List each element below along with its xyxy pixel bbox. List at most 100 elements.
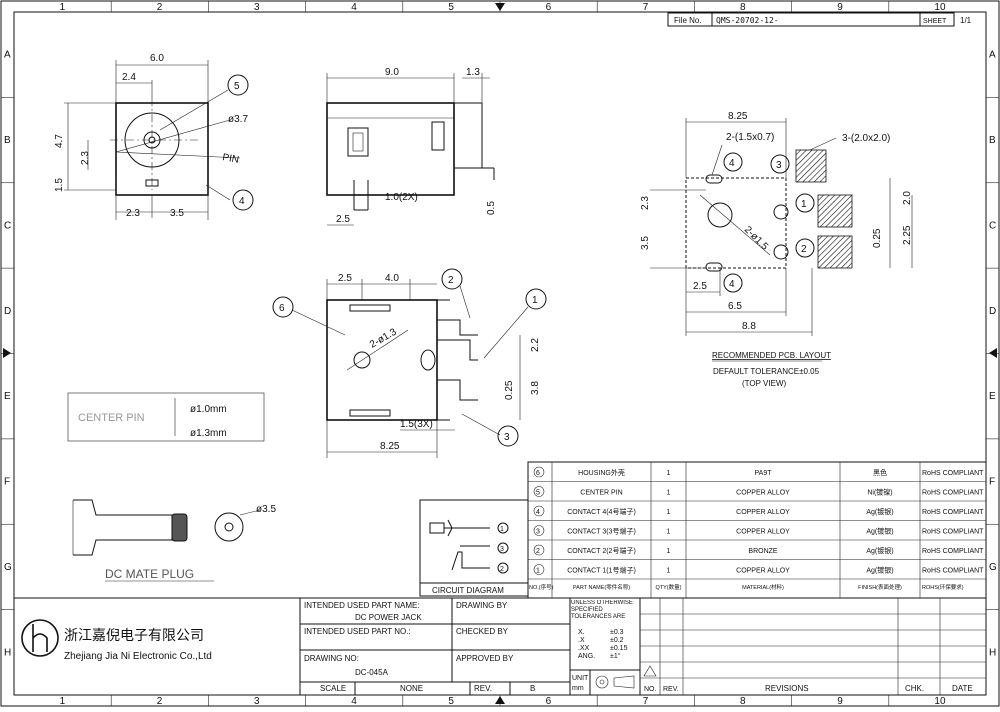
pcb-s3: 2.25	[902, 225, 913, 245]
grid-col-label-bottom: 7	[643, 696, 649, 707]
center-mark-top	[495, 3, 505, 11]
circuit-node-3: 3	[500, 546, 504, 553]
grid-row-label: F	[4, 477, 10, 488]
callout-6: 6	[279, 303, 285, 314]
bom-cell-name: CONTACT 3(3号端子)	[567, 527, 636, 536]
grid-row-label-right: E	[989, 391, 996, 402]
pcb-view: (TOP VIEW)	[742, 379, 786, 388]
bom-cell-name: HOUSING外壳	[578, 468, 625, 477]
tolerance-value: ±0.15	[610, 645, 628, 652]
bom-cell-qty: 1	[667, 490, 671, 497]
scale-value: NONE	[400, 684, 423, 693]
pcb-dia: 2-ø1.5	[742, 224, 771, 253]
bom-cell-no: 3	[536, 529, 540, 536]
part-name-label: INTENDED USED PART NAME:	[304, 601, 420, 610]
bom-cell-material: PA9T	[755, 470, 773, 477]
grid-row-label: H	[4, 647, 11, 658]
bom-cell-name: CENTER PIN	[580, 490, 622, 497]
rev-col-rev: REV.	[663, 686, 679, 693]
callout-4-front: 4	[239, 196, 245, 207]
grid-row-label: A	[4, 50, 11, 61]
pcb-h1: 2.3	[640, 196, 651, 210]
grid-row-label-right: B	[989, 135, 996, 146]
rev-value: B	[530, 684, 535, 693]
bom-cell-finish: Ag(镀银)	[866, 507, 893, 516]
grid-row-label: B	[4, 135, 11, 146]
tolerance-value: ±0.2	[610, 637, 624, 644]
pcb-b2: 6.5	[728, 301, 742, 312]
dim-height: 4.7	[54, 134, 65, 148]
grid-row-label-right: C	[989, 220, 996, 231]
sheet-value: 1/1	[960, 16, 972, 25]
bom-header-qty: QTY(数量)	[656, 583, 682, 591]
bom-cell-finish: 黑色	[873, 468, 887, 477]
tolerance-value: ±0.3	[610, 629, 624, 636]
dim-c: 2.2	[530, 338, 541, 352]
unit-label: UNIT	[572, 675, 589, 682]
rev-col-revisions: REVISIONS	[765, 684, 809, 693]
plug-label: DC MATE PLUG	[105, 567, 194, 581]
rev-col-no: NO.	[644, 686, 657, 693]
grid-col-label-bottom: 6	[546, 696, 552, 707]
grid-col-label-bottom: 1	[60, 696, 66, 707]
callout-2-bottom: 2	[448, 275, 454, 286]
front-view: 6.0 2.4 4.7 2.3 1.5 2.3 3.5 ø3.7 PIN 5 4	[54, 53, 254, 220]
rev-col-chk: CHK.	[905, 684, 924, 693]
dim-length: 9.0	[385, 67, 399, 78]
grid-row-label-right: H	[989, 647, 996, 658]
dim-mid: 2.3	[80, 151, 91, 165]
drawing-no: DC-045A	[355, 668, 389, 677]
drawn-by-label: DRAWING BY	[456, 601, 508, 610]
grid-col-label: 8	[740, 2, 746, 13]
bom-cell-material: COPPER ALLOY	[736, 568, 790, 575]
circuit-node-1: 1	[500, 526, 504, 533]
bom-cell-material: BRONZE	[748, 548, 778, 555]
grid-row-label: C	[4, 220, 11, 231]
dim-bottom-a: 2.3	[126, 208, 140, 219]
grid-row-label-right: D	[989, 306, 996, 317]
bom-cell-qty: 1	[667, 509, 671, 516]
rev-col-date: DATE	[952, 684, 973, 693]
bom-header-name: PART NAME(零件名称)	[573, 583, 630, 591]
bom-cell-rohs: RoHS COMPLIANT	[922, 490, 984, 497]
grid-col-label: 9	[837, 2, 843, 13]
grid-col-label-bottom: 2	[157, 696, 163, 707]
grid-col-label-bottom: 10	[934, 696, 946, 707]
dim-bottom-b: 3.5	[170, 208, 184, 219]
dim-width: 6.0	[150, 53, 164, 64]
bom-cell-rohs: RoHS COMPLIANT	[922, 529, 984, 536]
dc-mate-plug: ø3.5 DC MATE PLUG	[72, 499, 276, 582]
company-logo-mark	[32, 624, 48, 652]
pcb-b1: 2.5	[693, 281, 707, 292]
pcb-h2: 3.5	[640, 236, 651, 250]
pcb-callout-3: 3	[776, 160, 782, 171]
bom-cell-qty: 1	[667, 568, 671, 575]
grid-row-label: G	[4, 562, 12, 573]
grid-col-label: 4	[351, 2, 357, 13]
pcb-pad: 3-(2.0x2.0)	[842, 133, 890, 144]
center-mark-bottom	[495, 696, 505, 704]
center-pin-label: CENTER PIN	[78, 412, 145, 424]
dim-bottom-b: 4.0	[385, 273, 399, 284]
approved-by-label: APPROVED BY	[456, 654, 514, 663]
grid-col-label-bottom: 3	[254, 696, 260, 707]
bom-header-no: NO.(序号)	[529, 583, 554, 591]
grid-col-label-bottom: 9	[837, 696, 843, 707]
bom-cell-material: COPPER ALLOY	[736, 509, 790, 516]
bom-cell-rohs: RoHS COMPLIANT	[922, 568, 984, 575]
company-name-en: Zhejiang Jia Ni Electronic Co.,Ltd	[64, 651, 212, 662]
bom-cell-no: 2	[536, 548, 540, 555]
bom-cell-no: 5	[536, 490, 540, 497]
side-view: 9.0 1.3 1.0(2X) 2.5 0.5	[326, 67, 497, 226]
callout-3-bottom: 3	[504, 432, 510, 443]
bom-cell-rohs: RoHS COMPLIANT	[922, 470, 984, 477]
grid-row-label-right: A	[989, 50, 996, 61]
bom-cell-qty: 1	[667, 529, 671, 536]
bom-cell-name: CONTACT 2(2号端子)	[567, 546, 636, 555]
bom-cell-no: 4	[536, 509, 540, 516]
sheet-label: SHEET	[923, 18, 947, 25]
dim-hole: 2-ø1.3	[368, 326, 399, 350]
grid-col-label-bottom: 5	[448, 696, 454, 707]
